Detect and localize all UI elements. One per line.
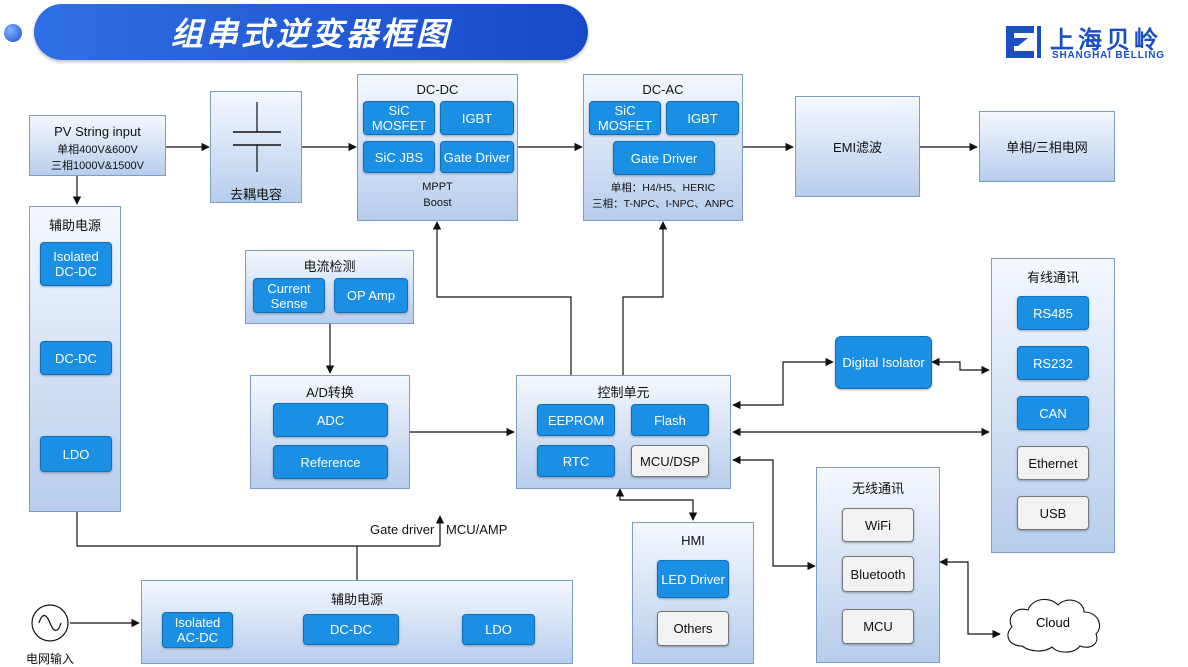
dcdc-note-boost: Boost: [423, 197, 452, 209]
grid-output-label: 单相/三相电网: [1006, 140, 1088, 155]
led-driver-chip: LED Driver: [657, 560, 729, 598]
wired-comm-title: 有线通讯: [1026, 270, 1079, 285]
dcac-gate-driver: Gate Driver: [613, 141, 715, 175]
pv-spec-three: 三相1000V&1500V: [51, 160, 144, 172]
arrow-ctrl-iso: [732, 357, 834, 410]
aux-bottom-ldo: LDO: [462, 614, 535, 645]
dcdc-note-mppt: MPPT: [422, 181, 453, 193]
op-amp-chip: OP Amp: [334, 278, 408, 313]
page-title: 组串式逆变器框图: [170, 15, 451, 53]
eeprom-chip: EEPROM: [537, 404, 615, 436]
wireless-comm-block: 无线通讯 WiFi Bluetooth MCU: [816, 467, 940, 663]
dcac-block: DC-AC SiC MOSFET IGBT Gate Driver 单相：H4/…: [583, 74, 743, 221]
dcac-title: DC-AC: [642, 82, 684, 97]
pv-string-input-block: PV String input 单相400V&600V 三相1000V&1500…: [29, 115, 166, 176]
current-sense-block: 电流检测 Current Sense OP Amp: [245, 250, 414, 324]
current-sense-title: 电流检测: [303, 259, 356, 274]
pv-spec-single: 单相400V&600V: [57, 144, 138, 156]
mcu-dsp-chip: MCU/DSP: [631, 445, 709, 477]
emi-filter-label: EMI滤波: [832, 140, 883, 155]
title-banner: 组串式逆变器框图: [34, 4, 588, 60]
rtc-chip: RTC: [537, 445, 615, 477]
title-bullet: [4, 24, 22, 42]
ad-conversion-block: A/D转换 ADC Reference: [250, 375, 410, 489]
aux-power-left-block: 辅助电源 Isolated DC-DC DC-DC LDO: [29, 206, 121, 512]
dcdc-sic-mosfet: SiC MOSFET: [363, 101, 435, 135]
dcdc-title: DC-DC: [416, 82, 459, 97]
dcac-sic-mosfet: SiC MOSFET: [589, 101, 661, 135]
wired-comm-block: 有线通讯 RS485 RS232 CAN Ethernet USB: [991, 258, 1115, 553]
reference-chip: Reference: [273, 445, 388, 479]
emi-filter-block: EMI滤波: [795, 96, 920, 197]
control-unit-title: 控制单元: [597, 385, 650, 400]
usb-chip: USB: [1017, 496, 1089, 530]
cloud-label: Cloud: [1036, 615, 1070, 630]
logo-chinese: 上海贝岭: [1050, 26, 1162, 54]
aux-bottom-dcdc: DC-DC: [303, 614, 399, 645]
can-chip: CAN: [1017, 396, 1089, 430]
pv-title: PV String input: [54, 124, 141, 139]
dcdc-block: DC-DC SiC MOSFET IGBT SiC JBS Gate Drive…: [357, 74, 518, 221]
dcac-note-three-phase: 三相：T-NPC、I-NPC、ANPC: [592, 198, 734, 210]
adc-chip: ADC: [273, 403, 388, 437]
digital-isolator: Digital Isolator: [835, 336, 932, 389]
belling-logo-icon: [1006, 26, 1041, 58]
line-aux-bus: [76, 512, 440, 547]
aux-power-bottom-block: 辅助电源 Isolated AC-DC DC-DC LDO: [141, 580, 573, 664]
flash-chip: Flash: [631, 404, 709, 436]
rs232-chip: RS232: [1017, 346, 1089, 380]
dcac-igbt: IGBT: [666, 101, 739, 135]
arrow-wireless-cloud: [939, 557, 1001, 639]
grid-input-label: 电网输入: [26, 652, 75, 666]
aux-left-ldo: LDO: [40, 436, 112, 472]
aux-power-left-title: 辅助电源: [48, 218, 101, 233]
aux-left-dcdc: DC-DC: [40, 341, 112, 375]
wifi-chip: WiFi: [842, 508, 914, 542]
wireless-mcu-chip: MCU: [842, 609, 914, 644]
dcdc-igbt: IGBT: [440, 101, 514, 135]
hmi-title: HMI: [681, 533, 705, 548]
bluetooth-chip: Bluetooth: [842, 556, 914, 592]
wireless-comm-title: 无线通讯: [851, 481, 904, 496]
capacitor-icon: [233, 102, 281, 172]
arrow-ctrl-dcac: [622, 221, 668, 375]
arrow-ctrl-wireless: [732, 455, 816, 571]
current-sense-chip: Current Sense: [253, 278, 325, 313]
arrow-ctrl-hmi: [615, 488, 698, 521]
aux-power-bottom-title: 辅助电源: [330, 592, 383, 607]
mcu-amp-label: MCU/AMP: [446, 522, 508, 537]
rs485-chip: RS485: [1017, 296, 1089, 330]
ac-source-icon: [31, 604, 69, 642]
aux-left-isolated-dcdc: Isolated DC-DC: [40, 242, 112, 286]
hmi-block: HMI LED Driver Others: [632, 522, 754, 664]
cloud-icon: [1007, 598, 1101, 653]
aux-bottom-isolated-acdc: Isolated AC-DC: [162, 612, 233, 648]
ad-conversion-title: A/D转换: [306, 385, 354, 400]
grid-output-block: 单相/三相电网: [979, 111, 1115, 182]
decoupling-capacitor-label: 去耦电容: [229, 187, 282, 202]
dcac-note-single-phase: 单相：H4/H5、HERIC: [610, 182, 716, 194]
decoupling-capacitor-block: 去耦电容: [210, 91, 302, 203]
dcdc-sic-jbs: SiC JBS: [363, 141, 435, 173]
arrow-iso-wired: [931, 357, 990, 375]
others-chip: Others: [657, 611, 729, 646]
ethernet-chip: Ethernet: [1017, 446, 1089, 480]
control-unit-block: 控制单元 EEPROM Flash RTC MCU/DSP: [516, 375, 731, 489]
arrow-ctrl-dcdc: [432, 221, 572, 375]
dcdc-gate-driver: Gate Driver: [440, 141, 514, 173]
logo-english: SHANGHAI BELLING: [1052, 50, 1165, 61]
gate-driver-label: Gate driver: [370, 522, 435, 537]
